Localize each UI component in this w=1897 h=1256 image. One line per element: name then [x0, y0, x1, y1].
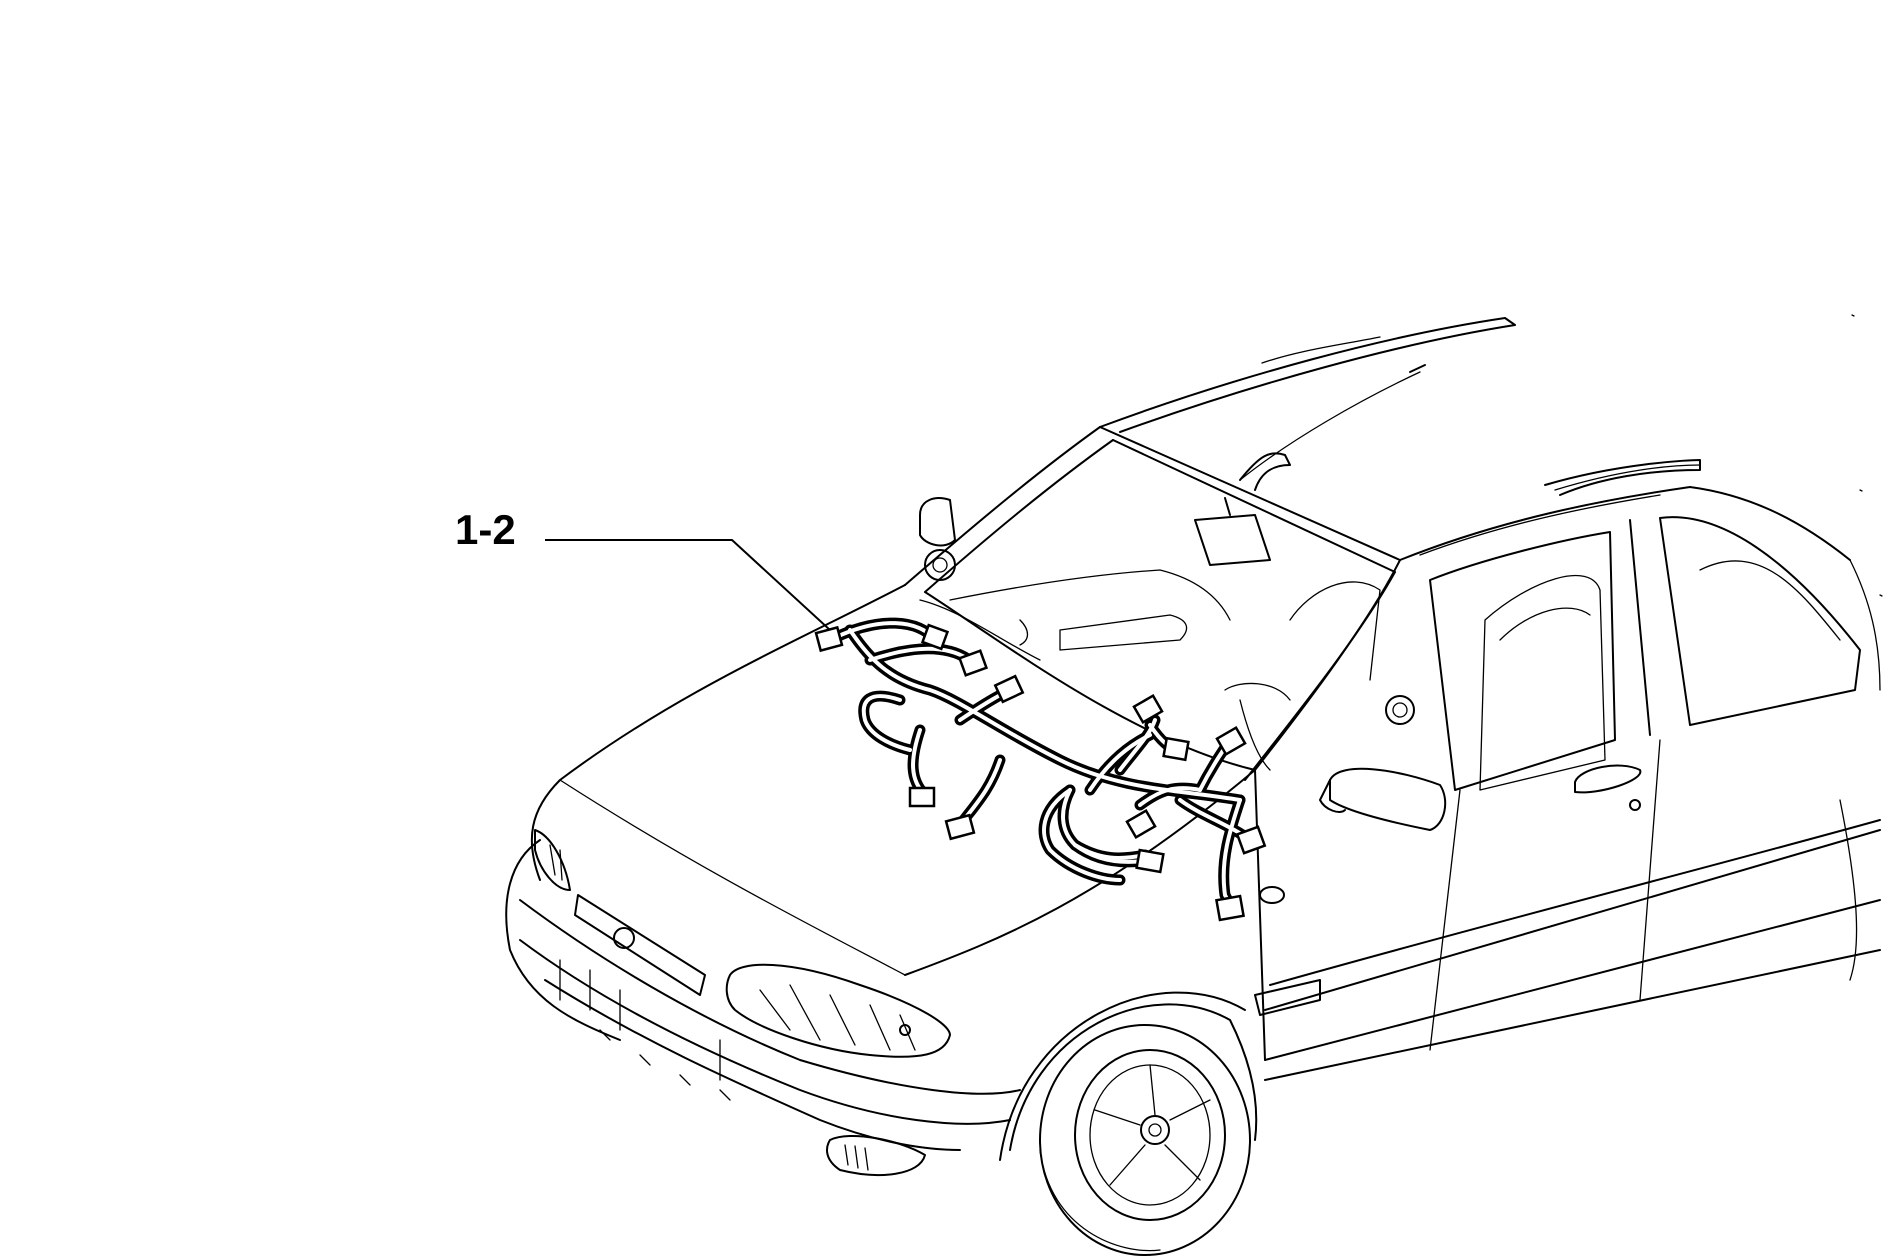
car-body	[505, 317, 1881, 1256]
engine-wiring-harness	[814, 617, 1267, 922]
edge-speck-marks	[1851, 314, 1883, 597]
callout-label-1-2: 1-2	[455, 506, 516, 553]
callout-leader-line	[545, 539, 831, 631]
harness-connectors	[814, 623, 1267, 922]
